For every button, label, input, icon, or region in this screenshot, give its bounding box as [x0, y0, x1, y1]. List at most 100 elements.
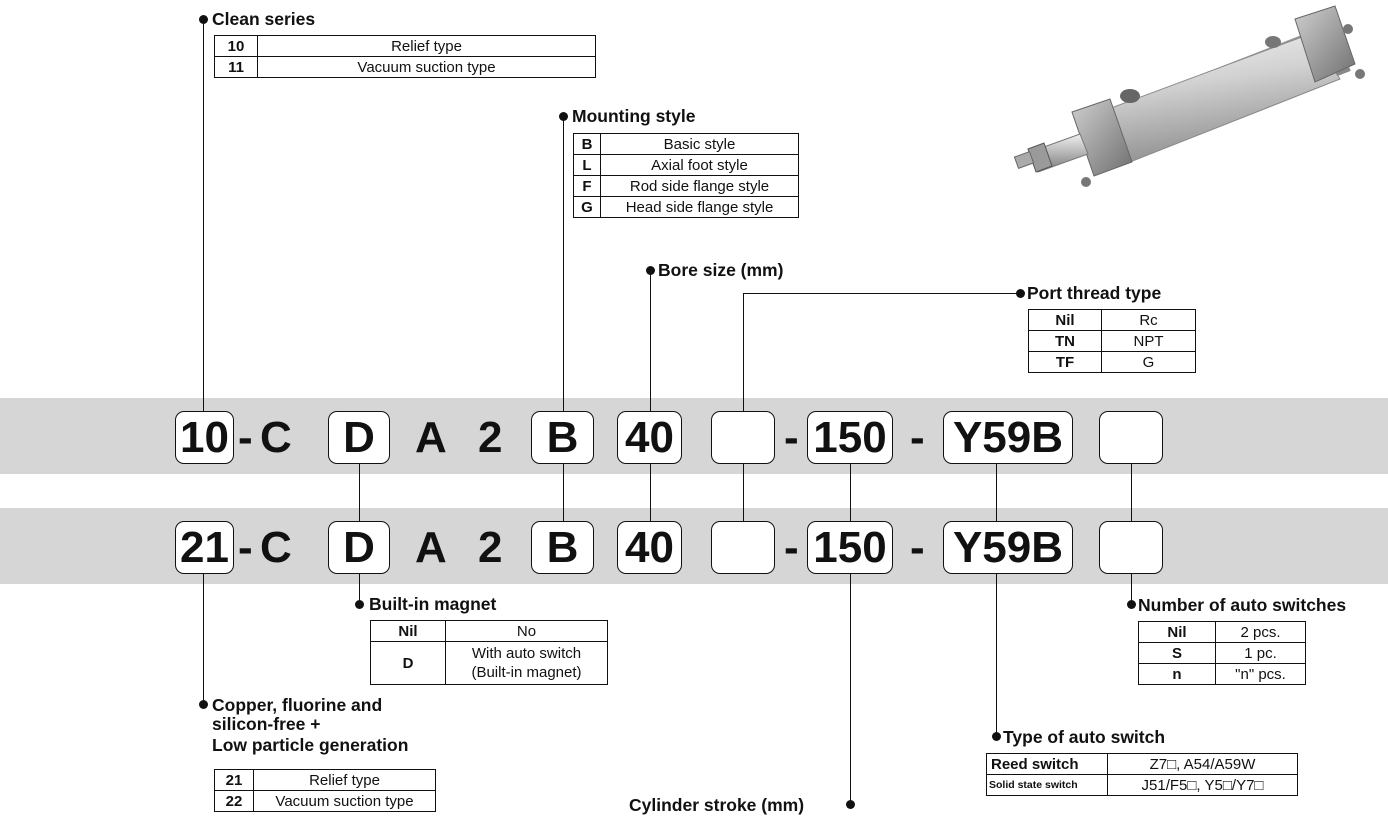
leader-line: [650, 270, 651, 411]
digit-2: 2: [478, 523, 503, 572]
label-cell: Relief type: [257, 35, 596, 57]
leader-line: [743, 293, 1020, 294]
built-in-magnet-table: Nil No D With auto switch (Built-in magn…: [370, 620, 608, 685]
code-cell: 10: [214, 35, 258, 57]
auto-switch-type-table: Reed switch Z7□, A54/A59W Solid state sw…: [986, 753, 1298, 796]
label-line: (Built-in magnet): [471, 664, 582, 681]
switch-count-box: [1099, 411, 1163, 464]
port-box: [711, 411, 775, 464]
switch-box: Y59B: [943, 411, 1073, 464]
clean-series-table: 10 Relief type 11 Vacuum suction type: [214, 35, 596, 78]
dash: -: [784, 523, 799, 572]
label-cell: Z7□, A54/A59W: [1107, 753, 1298, 775]
connector-line: [650, 464, 651, 521]
code-cell: S: [1138, 642, 1216, 664]
magnet-box: D: [328, 521, 390, 574]
dash: -: [238, 523, 253, 572]
letter-c: C: [260, 523, 292, 572]
label-cell: 1 pc.: [1215, 642, 1306, 664]
label-cell: No: [445, 620, 608, 642]
table-row: 11 Vacuum suction type: [214, 56, 596, 78]
table-row: Nil No: [370, 620, 608, 642]
copper-free-table: 21 Relief type 22 Vacuum suction type: [214, 769, 436, 812]
connector-line: [850, 464, 851, 521]
label-cell: "n" pcs.: [1215, 663, 1306, 685]
leader-line: [743, 293, 744, 411]
letter-a: A: [415, 523, 447, 572]
label-cell: 2 pcs.: [1215, 621, 1306, 643]
code-cell: TN: [1028, 330, 1102, 352]
code-cell: Solid state switch: [986, 774, 1108, 796]
switch-count-box: [1099, 521, 1163, 574]
port-thread-title: Port thread type: [1027, 283, 1162, 303]
bore-box: 40: [617, 521, 682, 574]
dash: -: [910, 523, 925, 572]
table-row: Nil Rc: [1028, 309, 1196, 331]
label-cell: NPT: [1101, 330, 1196, 352]
title-line: silicon-free +: [212, 714, 321, 734]
leader-dot: [646, 266, 655, 275]
dash: -: [238, 413, 253, 462]
auto-switch-type-title: Type of auto switch: [1003, 727, 1166, 747]
code-cell: F: [573, 175, 601, 197]
label-cell: With auto switch (Built-in magnet): [445, 641, 608, 685]
leader-line: [203, 20, 204, 411]
letter-c: C: [260, 413, 292, 462]
code-cell: Nil: [370, 620, 446, 642]
table-row: B Basic style: [573, 133, 799, 155]
code-cell: B: [573, 133, 601, 155]
table-row: S 1 pc.: [1138, 642, 1306, 664]
mounting-box: B: [531, 521, 594, 574]
table-row: Nil 2 pcs.: [1138, 621, 1306, 643]
table-row: 10 Relief type: [214, 35, 596, 57]
label-cell: Basic style: [600, 133, 799, 155]
dash: -: [784, 413, 799, 462]
label-cell: Relief type: [253, 769, 436, 791]
code-cell: 21: [214, 769, 254, 791]
leader-line: [359, 570, 360, 605]
stroke-box: 150: [807, 411, 893, 464]
code-cell: D: [370, 641, 446, 685]
magnet-box: D: [328, 411, 390, 464]
leader-line: [563, 116, 564, 411]
mounting-style-table: B Basic style L Axial foot style F Rod s…: [573, 133, 799, 218]
digit-2: 2: [478, 413, 503, 462]
table-row: Reed switch Z7□, A54/A59W: [986, 753, 1298, 775]
auto-switch-count-table: Nil 2 pcs. S 1 pc. n "n" pcs.: [1138, 621, 1306, 685]
port-box: [711, 521, 775, 574]
leader-dot: [355, 600, 364, 609]
table-row: F Rod side flange style: [573, 175, 799, 197]
label-cell: Axial foot style: [600, 154, 799, 176]
switch-box: Y59B: [943, 521, 1073, 574]
leader-line: [996, 570, 997, 736]
table-row: 21 Relief type: [214, 769, 436, 791]
connector-line: [1131, 464, 1132, 521]
connector-line: [996, 464, 997, 521]
built-in-magnet-title: Built-in magnet: [369, 594, 497, 614]
mounting-style-title: Mounting style: [572, 106, 696, 126]
letter-a: A: [415, 413, 447, 462]
leader-dot: [992, 732, 1001, 741]
title-line: Low particle generation: [212, 735, 409, 755]
table-row: L Axial foot style: [573, 154, 799, 176]
code-cell: n: [1138, 663, 1216, 685]
code-cell: Nil: [1138, 621, 1216, 643]
leader-line: [1131, 570, 1132, 605]
table-row: n "n" pcs.: [1138, 663, 1306, 685]
port-thread-table: Nil Rc TN NPT TF G: [1028, 309, 1196, 373]
leader-dot: [199, 700, 208, 709]
clean-series-title: Clean series: [212, 9, 316, 29]
table-row: G Head side flange style: [573, 196, 799, 218]
label-cell: Vacuum suction type: [253, 790, 436, 812]
series-box: 10: [175, 411, 234, 464]
label-cell: J51/F5□, Y5□/Y7□: [1107, 774, 1298, 796]
connector-line: [563, 464, 564, 521]
label-cell: G: [1101, 351, 1196, 373]
table-row: D With auto switch (Built-in magnet): [370, 641, 608, 685]
code-cell: L: [573, 154, 601, 176]
title-line: Copper, fluorine and: [212, 695, 383, 715]
code-cell: Nil: [1028, 309, 1102, 331]
mounting-box: B: [531, 411, 594, 464]
code-cell: Reed switch: [986, 753, 1108, 775]
code-cell: 11: [214, 56, 258, 78]
